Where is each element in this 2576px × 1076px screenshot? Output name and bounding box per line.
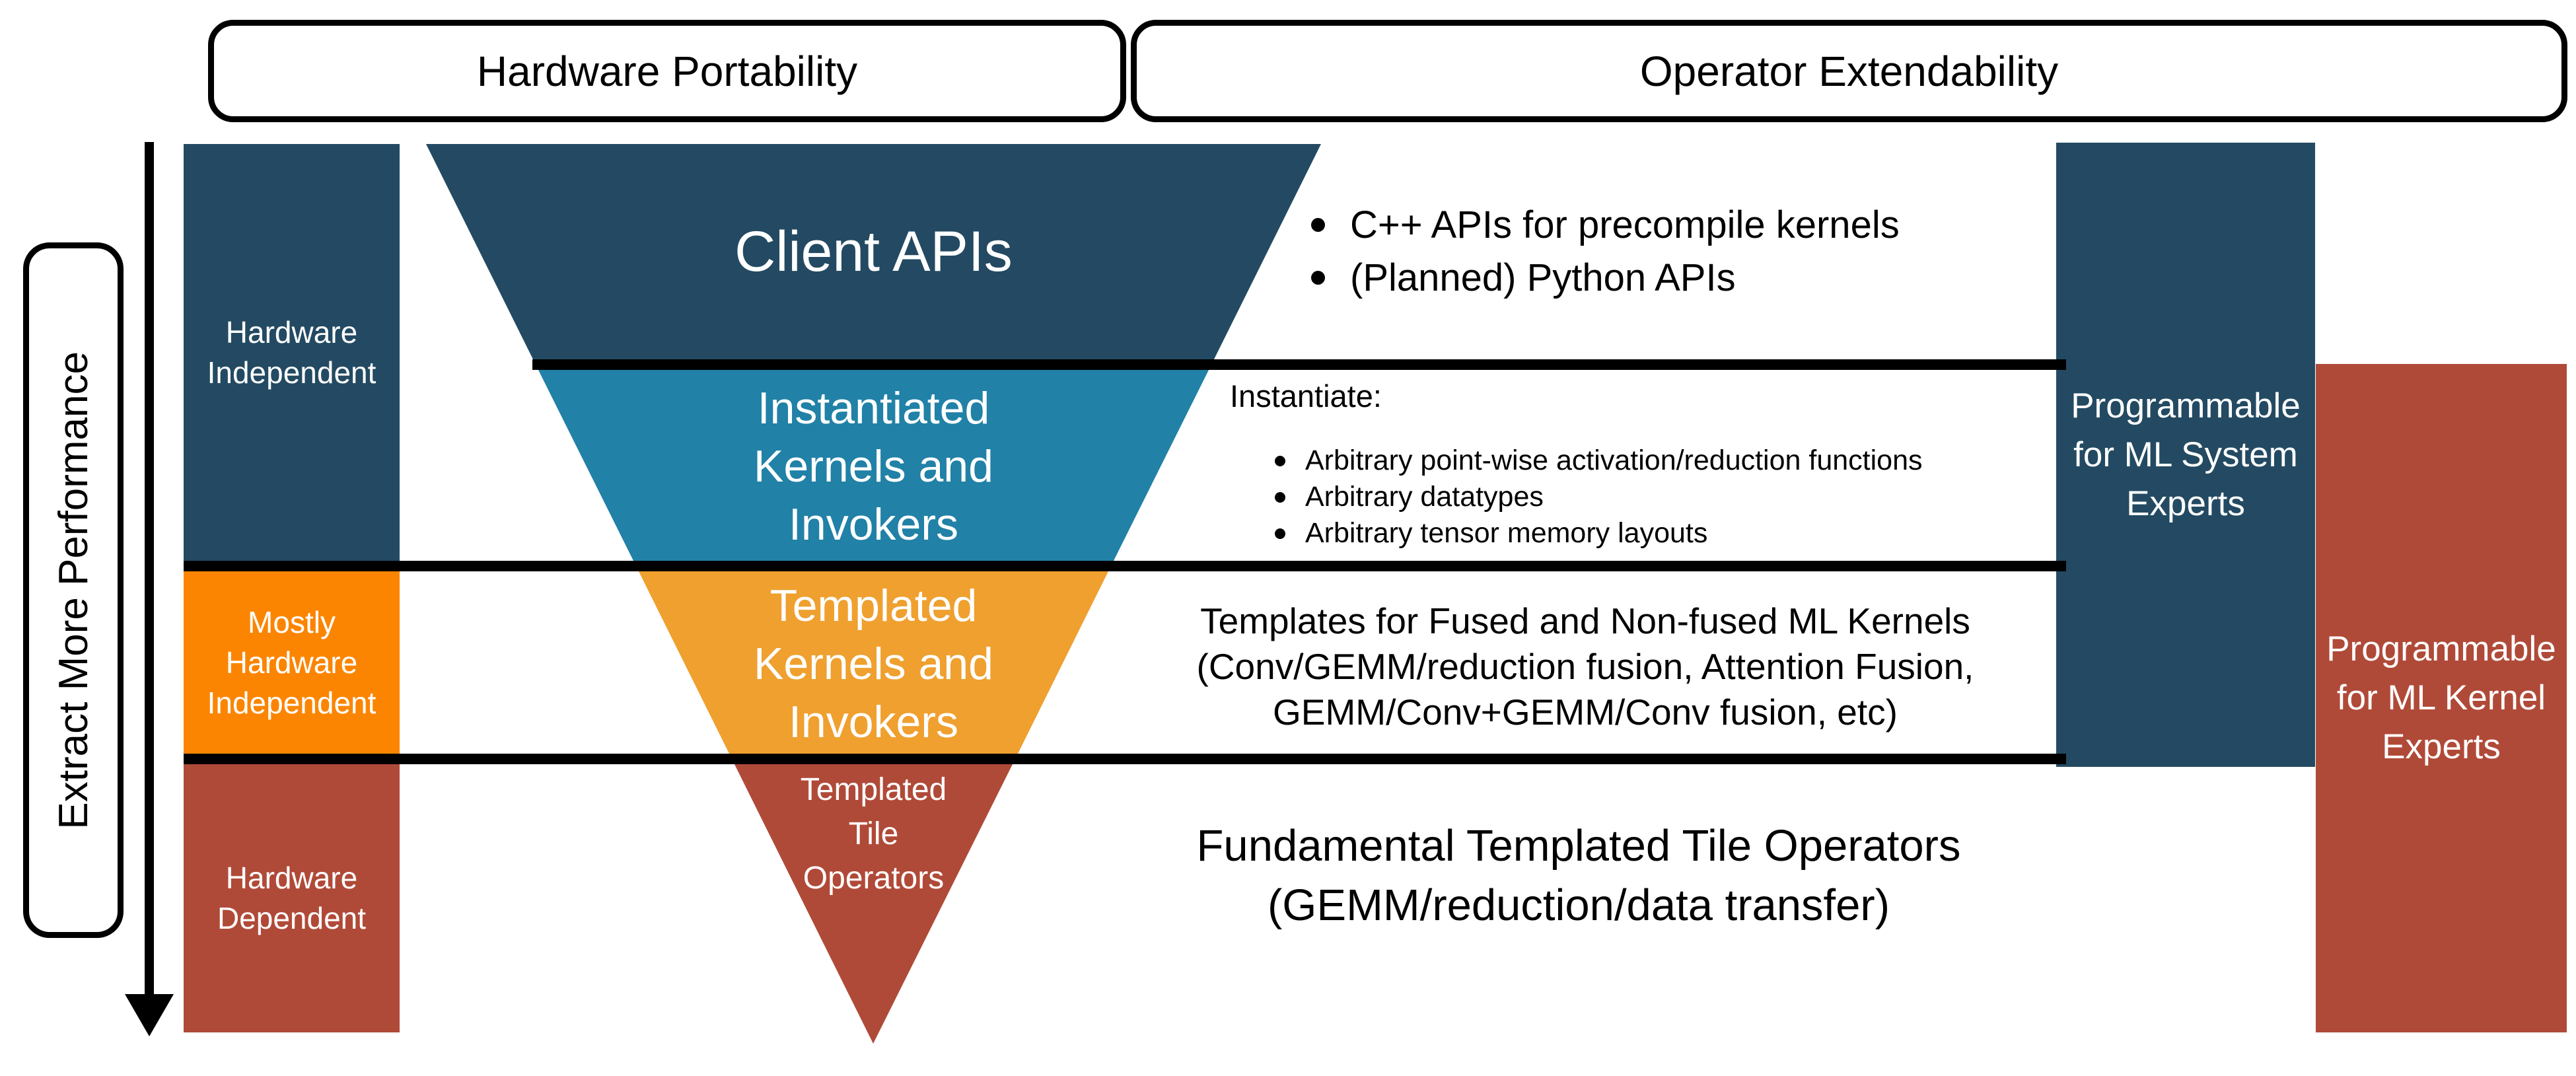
bullet-icon [1311, 270, 1325, 285]
operator-extendability-header: Operator Extendability [1131, 20, 2567, 122]
bullet-icon [1311, 217, 1325, 232]
templated-tile-operators-label: Templated Tile Operators [800, 771, 947, 896]
performance-arrow-head-icon [125, 994, 174, 1036]
mostly-hardware-independent-line: Independent [207, 685, 376, 720]
client-apis-label: Client APIs [734, 219, 1013, 283]
funnel-band-instantiated-kernels [536, 365, 1211, 566]
operator-extendability-label: Operator Extendability [1639, 47, 2059, 95]
hardware-portability-label: Hardware Portability [476, 47, 858, 95]
instantiated-kernels-label: Instantiated Kernels and Invokers [754, 383, 993, 550]
templated-kernels-label: Templated Kernels and Invokers [754, 580, 993, 747]
list-item: Arbitrary point-wise activation/reductio… [1275, 443, 1923, 479]
list-item: C++ APIs for precompile kernels [1311, 198, 1900, 251]
hardware-independent-box: Hardware Independent [184, 144, 400, 561]
list-item: Arbitrary tensor memory layouts [1275, 515, 1923, 552]
bullet-icon [1275, 455, 1285, 466]
hardware-independent-line: Independent [207, 355, 376, 390]
divider-client-instantiated [532, 359, 2066, 370]
divider-instantiated-templated [184, 561, 2066, 571]
mostly-hardware-independent-box: Mostly Hardware Independent [184, 571, 400, 754]
list-item: Arbitrary datatypes [1275, 479, 1923, 515]
mostly-hardware-independent-line: Hardware [225, 645, 358, 680]
ml-kernel-experts-box: Programmable for ML Kernel Experts [2316, 364, 2567, 1032]
hardware-dependent-line: Hardware [225, 861, 358, 895]
performance-arrow-line [145, 142, 154, 995]
hardware-dependent-line: Dependent [217, 901, 367, 935]
ml-system-experts-box: Programmable for ML System Experts [2056, 143, 2315, 767]
fundamental-description: Fundamental Templated Tile Operators (GE… [1196, 821, 1961, 930]
bullet-icon [1275, 528, 1285, 539]
hardware-independent-line: Hardware [225, 314, 358, 349]
divider-templated-tile [184, 754, 2066, 764]
hardware-dependent-box: Hardware Dependent [184, 764, 400, 1032]
client-api-bullet-list: C++ APIs for precompile kernels (Planned… [1311, 198, 1900, 304]
funnel-band-client-apis [426, 144, 1321, 365]
instantiate-heading: Instantiate: [1230, 378, 1382, 413]
extract-more-performance-box: Extract More Performance [23, 242, 124, 938]
instantiate-bullet-list: Arbitrary point-wise activation/reductio… [1275, 443, 1923, 552]
hardware-portability-header: Hardware Portability [208, 20, 1126, 122]
bullet-icon [1275, 491, 1285, 503]
templates-description: Templates for Fused and Non-fused ML Ker… [1196, 600, 1974, 733]
extract-more-performance-label: Extract More Performance [50, 351, 96, 830]
list-item: (Planned) Python APIs [1311, 251, 1900, 304]
mostly-hardware-independent-line: Mostly [248, 604, 336, 639]
